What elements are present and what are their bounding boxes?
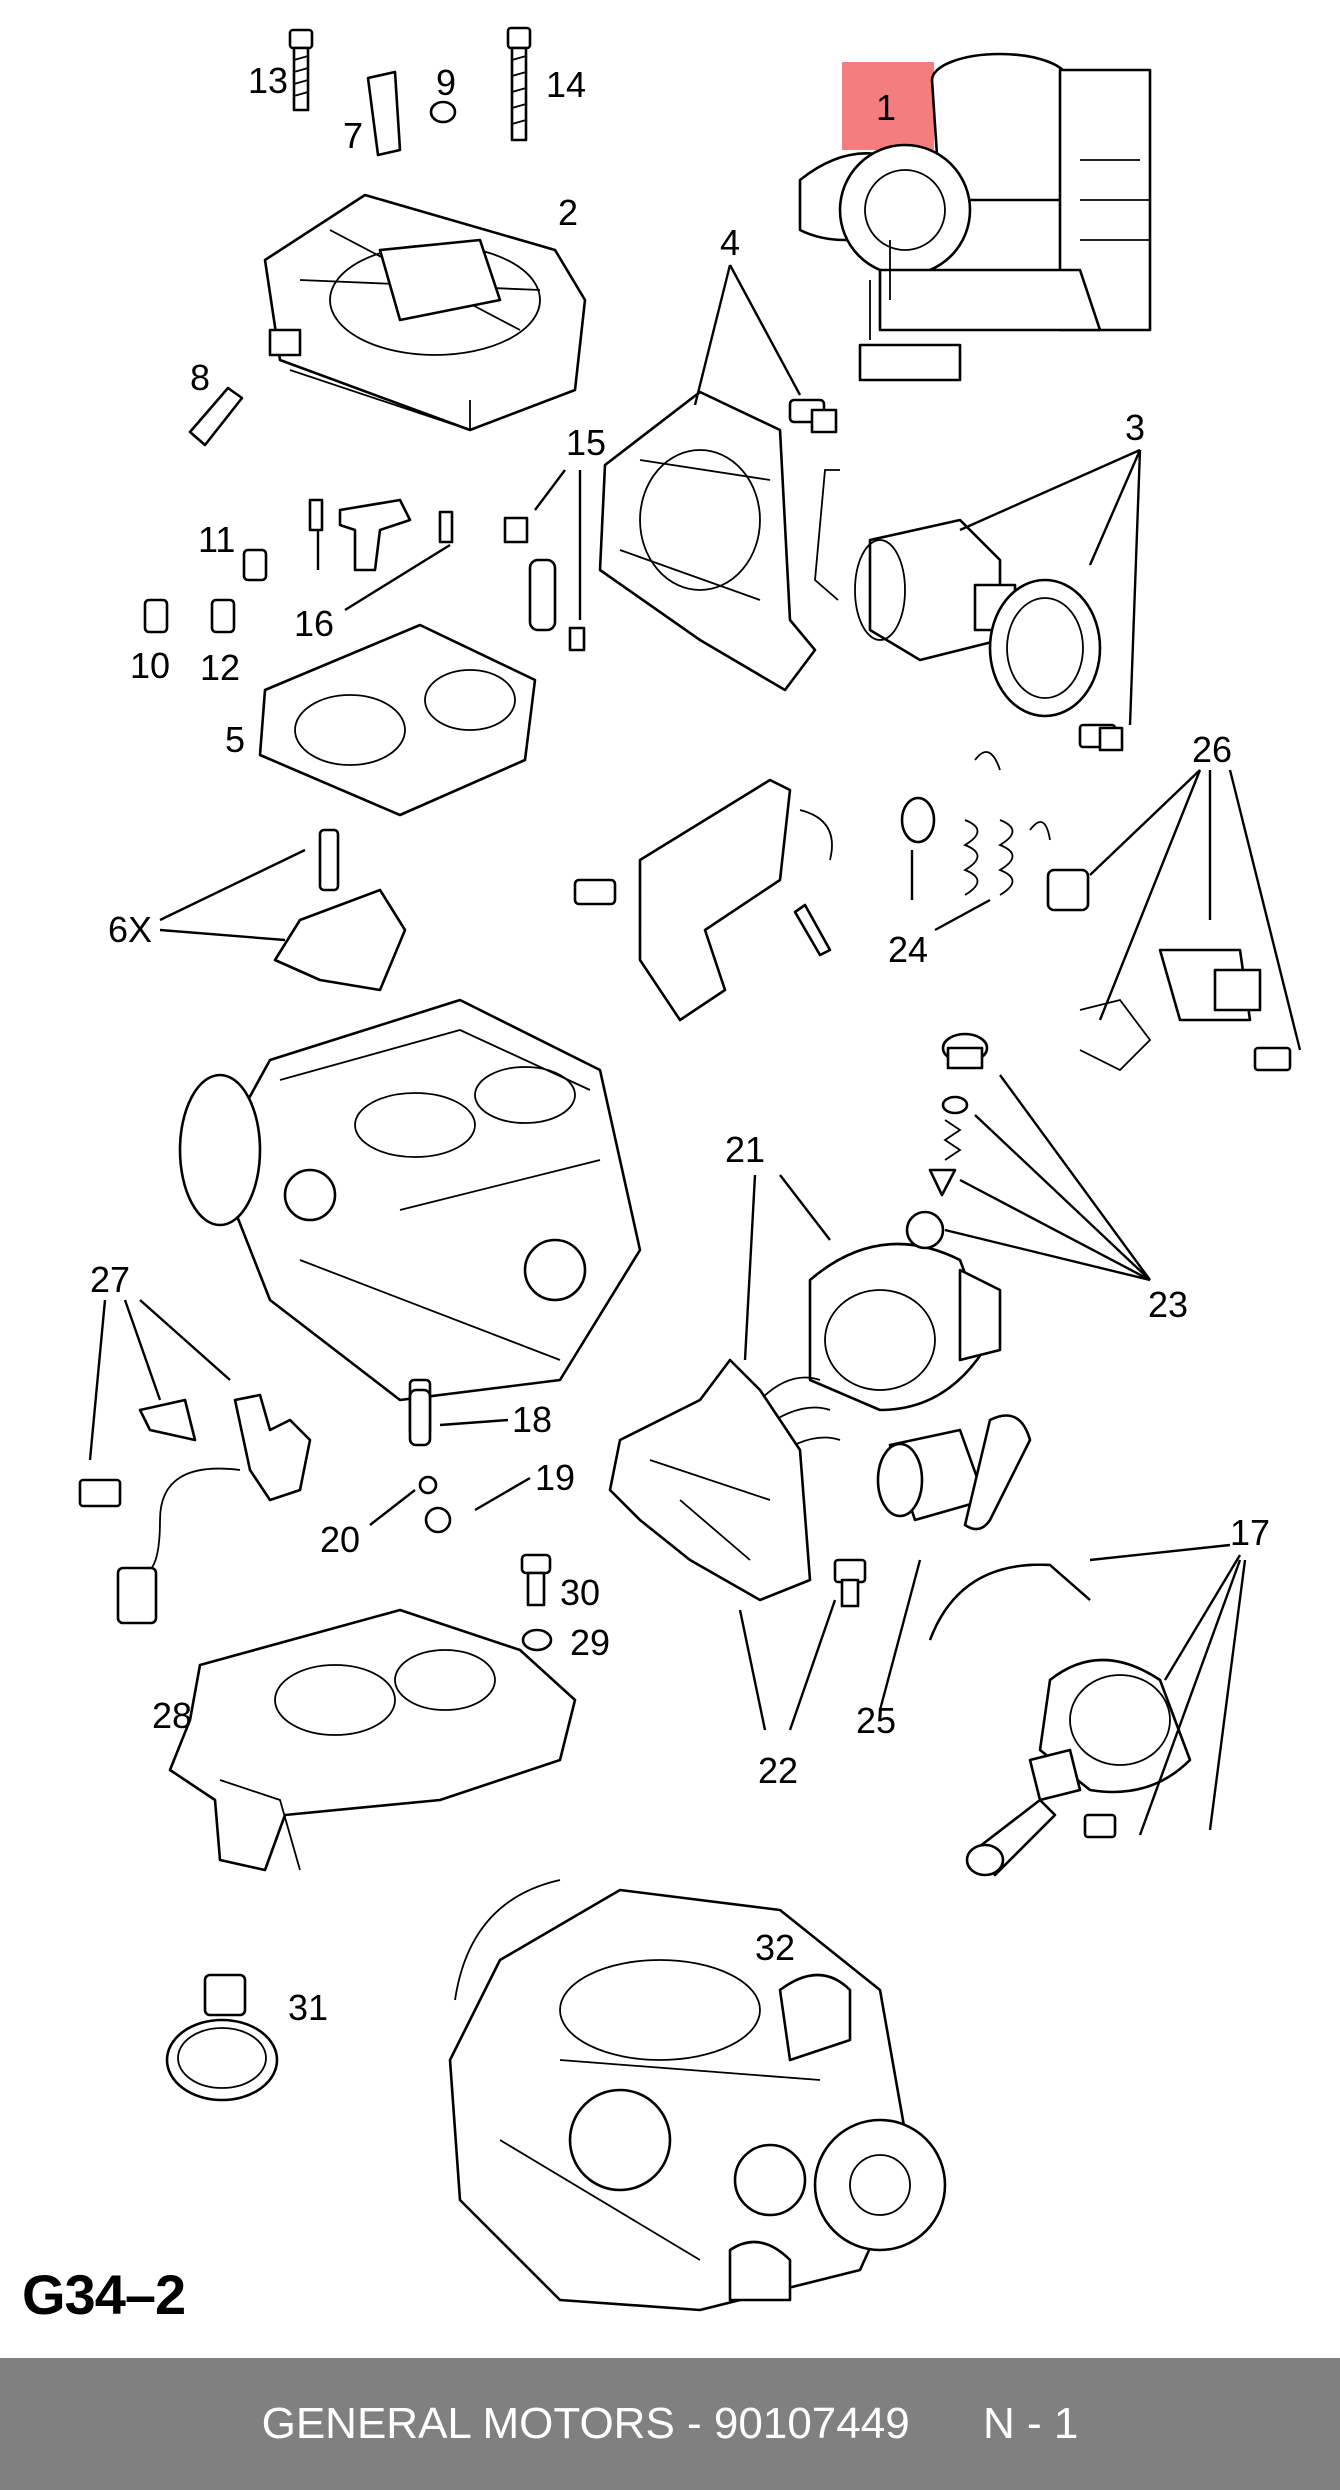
label-15: 15 — [566, 422, 606, 463]
label-2: 2 — [558, 192, 578, 233]
part-31-hose-clamp — [165, 1973, 279, 2102]
leader-lines — [88, 264, 1302, 1836]
label-32: 32 — [755, 1927, 795, 1968]
part-23-parts — [905, 1032, 989, 1250]
label-9: 9 — [436, 62, 456, 103]
footer-quantity: N - 1 — [983, 2399, 1079, 2448]
exploded-parts-diagram: 1 2 3 4 5 6X 7 8 9 10 11 12 13 14 15 16 … — [78, 26, 1302, 2312]
part-27-sensor — [78, 1393, 312, 1625]
part-32-carburetor-assembly — [448, 1879, 947, 2312]
diagram-code: G34–2 — [22, 2263, 186, 2326]
label-5: 5 — [225, 719, 245, 760]
label-3: 3 — [1125, 407, 1145, 448]
part-17-hose — [928, 1563, 1091, 1641]
label-21: 21 — [725, 1129, 765, 1170]
label-8: 8 — [190, 357, 210, 398]
label-31: 31 — [288, 1987, 328, 2028]
label-30: 30 — [560, 1572, 600, 1613]
part-18-jet — [408, 1388, 432, 1447]
part-4-bracket — [598, 390, 838, 692]
part-24-spring — [900, 751, 1051, 896]
label-14: 14 — [546, 64, 586, 105]
label-24: 24 — [888, 929, 928, 970]
part-10-plug — [143, 598, 169, 634]
label-13: 13 — [248, 60, 288, 101]
part-7-clip — [366, 70, 402, 157]
label-11: 11 — [198, 519, 235, 560]
part-11-plug — [242, 548, 268, 582]
part-14-bolt — [506, 26, 532, 142]
carburetor-main-body — [178, 998, 642, 1437]
part-5-gasket — [258, 623, 537, 817]
part-16-rotor — [308, 498, 454, 572]
label-20: 20 — [320, 1519, 360, 1560]
label-4: 4 — [720, 222, 740, 263]
label-23: 23 — [1148, 1284, 1188, 1325]
part-13-bolt — [288, 28, 314, 112]
bracket-link — [573, 778, 833, 1022]
part-26-sensor — [1046, 868, 1292, 1072]
label-19: 19 — [535, 1457, 575, 1498]
part-15-small-parts — [503, 516, 586, 652]
label-27: 27 — [90, 1259, 130, 1300]
label-26: 26 — [1192, 729, 1232, 770]
label-6x: 6X — [108, 909, 152, 950]
footer-gap — [910, 2399, 983, 2449]
part-19-washer — [418, 1475, 438, 1495]
footer-separator: - — [674, 2399, 714, 2448]
part-17-valve — [965, 1658, 1192, 1877]
part-20-nut — [424, 1506, 452, 1534]
part-28-base-plate — [168, 1608, 577, 1872]
part-30-bolt — [520, 1553, 552, 1607]
part-22-lever-bracket — [608, 1358, 867, 1608]
part-1-highlight — [842, 62, 934, 150]
label-18: 18 — [512, 1399, 552, 1440]
part-29-washer — [521, 1628, 553, 1652]
part-12-plug — [210, 598, 236, 634]
label-12: 12 — [200, 647, 240, 688]
label-17: 17 — [1230, 1512, 1270, 1553]
part-2-carburetor-cover — [263, 193, 587, 432]
part-3-solenoid — [814, 469, 1124, 752]
label-28: 28 — [152, 1695, 192, 1736]
footer-brand: GENERAL MOTORS — [261, 2399, 675, 2448]
part-8-pin — [188, 386, 244, 447]
label-10: 10 — [130, 645, 170, 686]
part-21-vacuum-unit — [759, 1242, 1002, 1461]
label-1: 1 — [876, 87, 896, 128]
part-6x-float — [273, 828, 407, 992]
footer-part-number: 90107449 — [713, 2399, 910, 2448]
label-7: 7 — [343, 115, 363, 156]
footer-bar: GENERAL MOTORS - 90107449 N - 1 — [0, 2358, 1340, 2490]
part-9-cap — [429, 100, 457, 124]
part-1-throttle-body — [798, 52, 1152, 382]
label-16: 16 — [294, 603, 334, 644]
label-22: 22 — [758, 1750, 798, 1791]
part-25-dashpot — [876, 1414, 1032, 1531]
label-29: 29 — [570, 1622, 610, 1663]
label-25: 25 — [856, 1700, 896, 1741]
